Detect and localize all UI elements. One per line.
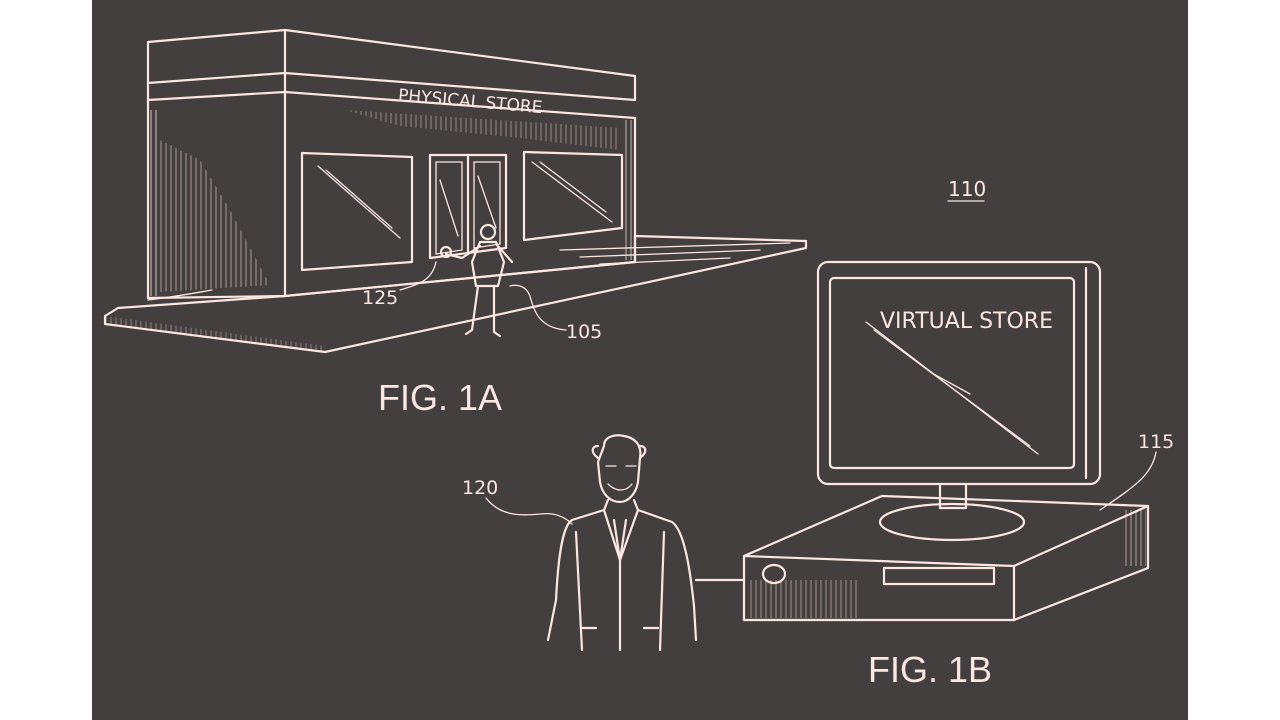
ref-125: 125 [362, 287, 398, 309]
leader-125 [399, 261, 437, 291]
ref-115: 115 [1138, 431, 1174, 453]
shopper-figure [439, 223, 514, 338]
customer-figure [546, 434, 698, 652]
leader-120 [485, 497, 573, 525]
computer-base-unit [742, 494, 1150, 622]
ref-110: 110 [948, 177, 986, 201]
computer-monitor [816, 260, 1102, 542]
drawing-panel [92, 0, 1188, 720]
ref-120: 120 [462, 477, 498, 499]
leader-115 [1099, 451, 1157, 511]
virtual-store-sign: VIRTUAL STORE [880, 309, 1053, 334]
leader-105 [509, 284, 567, 331]
caption-fig-1a: FIG. 1A [378, 377, 502, 418]
physical-store-building [103, 28, 808, 354]
leader-sidewalk [147, 289, 213, 301]
ref-105: 105 [566, 321, 602, 343]
caption-fig-1b: FIG. 1B [868, 649, 992, 690]
